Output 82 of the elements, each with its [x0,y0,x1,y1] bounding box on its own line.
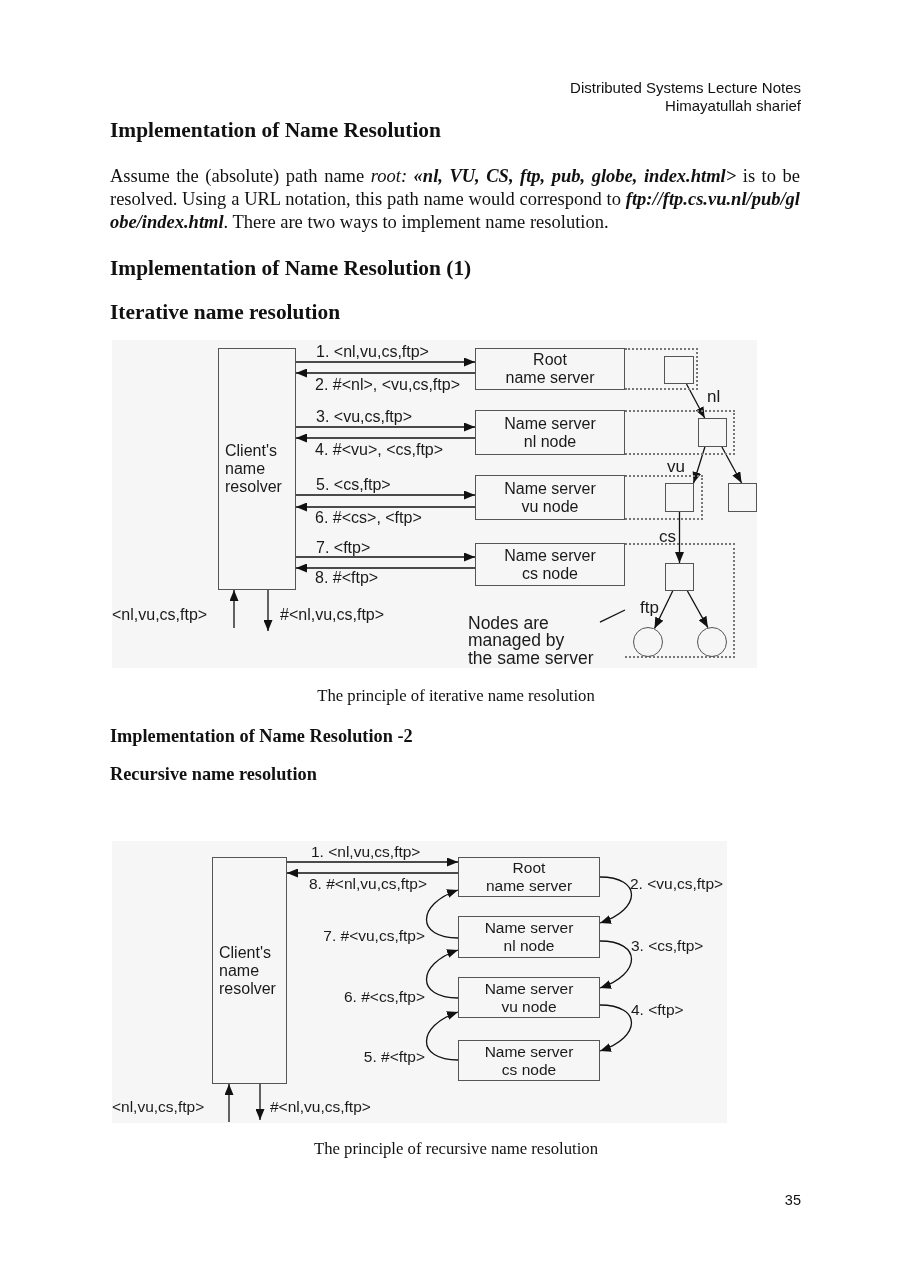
square-node [665,483,694,512]
square-node [698,418,727,447]
arrow [425,889,459,939]
arrow [263,589,273,632]
edge-label: #<nl,vu,cs,ftp> [270,1098,371,1116]
arrow [255,1083,265,1121]
note-text: Nodes are managed by the same server [468,614,600,668]
page-title: Implementation of Name Resolution [110,117,441,143]
author-name: Himayatullah sharief [665,97,801,115]
server-box: Root name server [475,348,625,390]
edge-label: 7. #<vu,cs,ftp> [323,927,425,945]
arrow [425,949,459,999]
arrow [599,1004,633,1052]
square-node [728,483,757,512]
section-heading: Implementation of Name Resolution -2 [110,725,413,747]
resolver-box: Client's name resolver [218,348,296,590]
edge-label: 5. #<ftp> [363,1048,425,1066]
dotted-zone [625,410,735,455]
arrow [295,357,476,367]
arrow [229,589,239,629]
edge-label: nl [707,388,721,406]
figure-caption: The principle of iterative name resolution [317,686,595,706]
server-box: Name server cs node [475,543,625,586]
edge-label: 3. <cs,ftp> [631,937,704,955]
section-heading: Implementation of Name Resolution (1) [110,255,472,281]
server-box: Name server nl node [475,410,625,455]
edge-label: 2. <vu,cs,ftp> [630,875,724,893]
arrow [295,502,476,512]
dotted-zone [625,348,698,390]
figure-caption: The principle of recursive name resolution [314,1139,598,1159]
arrow [224,1083,234,1123]
edge-label: 8. #<ftp> [315,569,379,587]
edge-label: #<nl,vu,cs,ftp> [280,606,385,624]
arrow [295,563,476,573]
arrow [686,590,709,629]
edge-label: 1. <nl,vu,cs,ftp> [316,343,429,361]
arrow [295,552,476,562]
dotted-zone [625,475,703,520]
edge-label: cs [659,528,676,546]
arrow [599,940,633,989]
edge-label: 6. #<cs,ftp> [344,988,425,1006]
edge-label: 2. #<nl>, <vu,cs,ftp> [315,376,460,394]
server-box: Name server cs node [458,1040,600,1081]
edge-label: 4. #<vu>, <cs,ftp> [315,441,444,459]
edge-label: 7. <ftp> [316,539,371,557]
arrow [295,433,476,443]
edge-label: 5. <cs,ftp> [316,476,391,494]
section-heading: Iterative name resolution [110,299,341,325]
arrow [295,490,476,500]
resolver-box: Client's name resolver [212,857,287,1084]
dotted-zone [625,543,735,658]
edge-label: 1. <nl,vu,cs,ftp> [311,843,421,861]
arrow [653,590,674,630]
arrow [425,1011,459,1061]
leader-line [599,609,626,623]
arrow [295,368,476,378]
arrow [692,446,706,484]
edge-label: 6. #<cs>, <ftp> [315,509,422,527]
arrow [599,876,633,924]
body-paragraph: Assume the (absolute) path name root: «nl, VU, CS, ftp, pub, globe, index.html> is to be resolved. Using a URL notation, this path name would correspond to ftp://ftp.cs.vu.nl/pub/globe/index.html. There are two ways to implement name resolution. [110,164,800,234]
server-box: Name server nl node [458,916,600,958]
edge-label: 8. #<nl,vu,cs,ftp> [309,875,428,893]
arrow [295,422,476,432]
server-box: Root name server [458,857,600,897]
edge-label: vu [667,458,685,476]
edge-label: 4. <ftp> [631,1001,684,1019]
section-heading: Recursive name resolution [110,763,317,785]
arrow [286,857,459,867]
edge-label: 3. <vu,cs,ftp> [316,408,413,426]
arrow [675,511,684,564]
square-node [664,356,694,384]
edge-label: <nl,vu,cs,ftp> [112,1098,205,1116]
header-text: Distributed Systems Lecture Notes [570,79,801,97]
square-node [665,563,694,591]
arrow [685,383,706,419]
arrow [286,868,459,878]
arrow [721,446,743,484]
edge-label: ftp [640,599,659,617]
edge-label: <nl,vu,cs,ftp> [112,606,208,624]
page-number: 35 [784,1191,801,1209]
server-box: Name server vu node [458,977,600,1018]
server-box: Name server vu node [475,475,625,520]
